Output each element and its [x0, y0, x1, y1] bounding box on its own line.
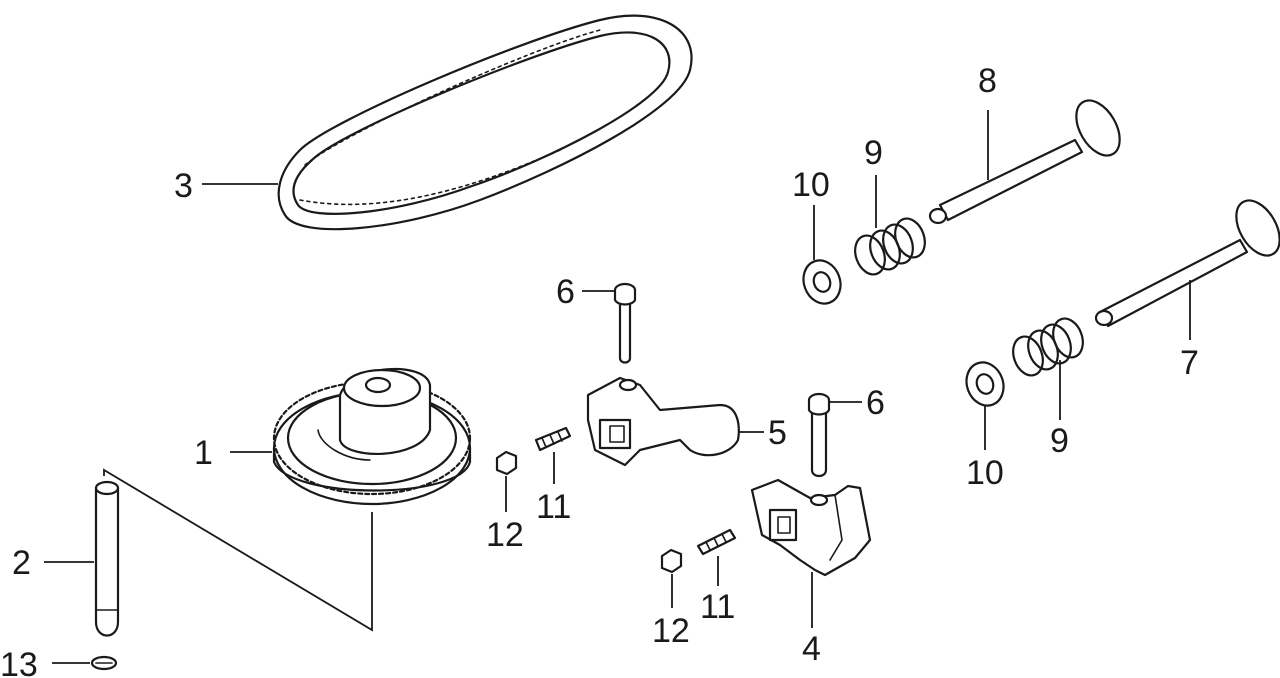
callout-11-lower: 11	[700, 588, 735, 626]
callout-3: 3	[174, 167, 193, 205]
part-retainer-upper	[802, 259, 842, 305]
part-bolt-upper	[613, 282, 637, 364]
callout-5: 5	[768, 414, 787, 452]
callout-8: 8	[978, 62, 997, 100]
part-nut-upper	[495, 450, 518, 476]
callout-13: 13	[0, 646, 38, 678]
part-small-spring-13	[90, 655, 118, 671]
callout-11-upper: 11	[536, 488, 571, 526]
part-bolt-lower	[807, 392, 831, 478]
part-timing-belt	[277, 14, 693, 231]
callout-2: 2	[12, 544, 31, 582]
part-shaft	[94, 468, 373, 637]
part-adjust-screw-upper	[534, 426, 572, 452]
callout-9-upper: 9	[864, 134, 883, 172]
part-cam-pulley	[272, 367, 472, 506]
part-valve-7	[1094, 199, 1280, 328]
callout-6-upper: 6	[556, 273, 575, 311]
part-retainer-lower	[965, 361, 1005, 407]
part-valve-spring-upper	[854, 217, 926, 276]
callout-10-upper: 10	[792, 166, 830, 204]
part-rocker-arm-5	[586, 376, 740, 467]
part-nut-lower	[660, 548, 683, 574]
callout-10-lower: 10	[966, 454, 1004, 492]
callout-12-lower: 12	[652, 612, 690, 650]
part-rocker-arm-4	[750, 478, 872, 577]
callout-1: 1	[194, 434, 213, 472]
callout-6-lower: 6	[866, 384, 885, 422]
callout-7: 7	[1180, 344, 1199, 382]
leader-lines	[44, 110, 1191, 664]
part-valve-spring-lower	[1012, 317, 1084, 377]
callout-9-lower: 9	[1050, 422, 1069, 460]
part-adjust-screw-lower	[696, 528, 737, 556]
callout-labels: 3 1 2 13 6 5 6 4 8 9 10 7 9 10 11 12 11 …	[0, 62, 1199, 678]
part-valve-8	[928, 99, 1121, 225]
callout-12-upper: 12	[486, 516, 524, 554]
callout-4: 4	[802, 630, 821, 668]
